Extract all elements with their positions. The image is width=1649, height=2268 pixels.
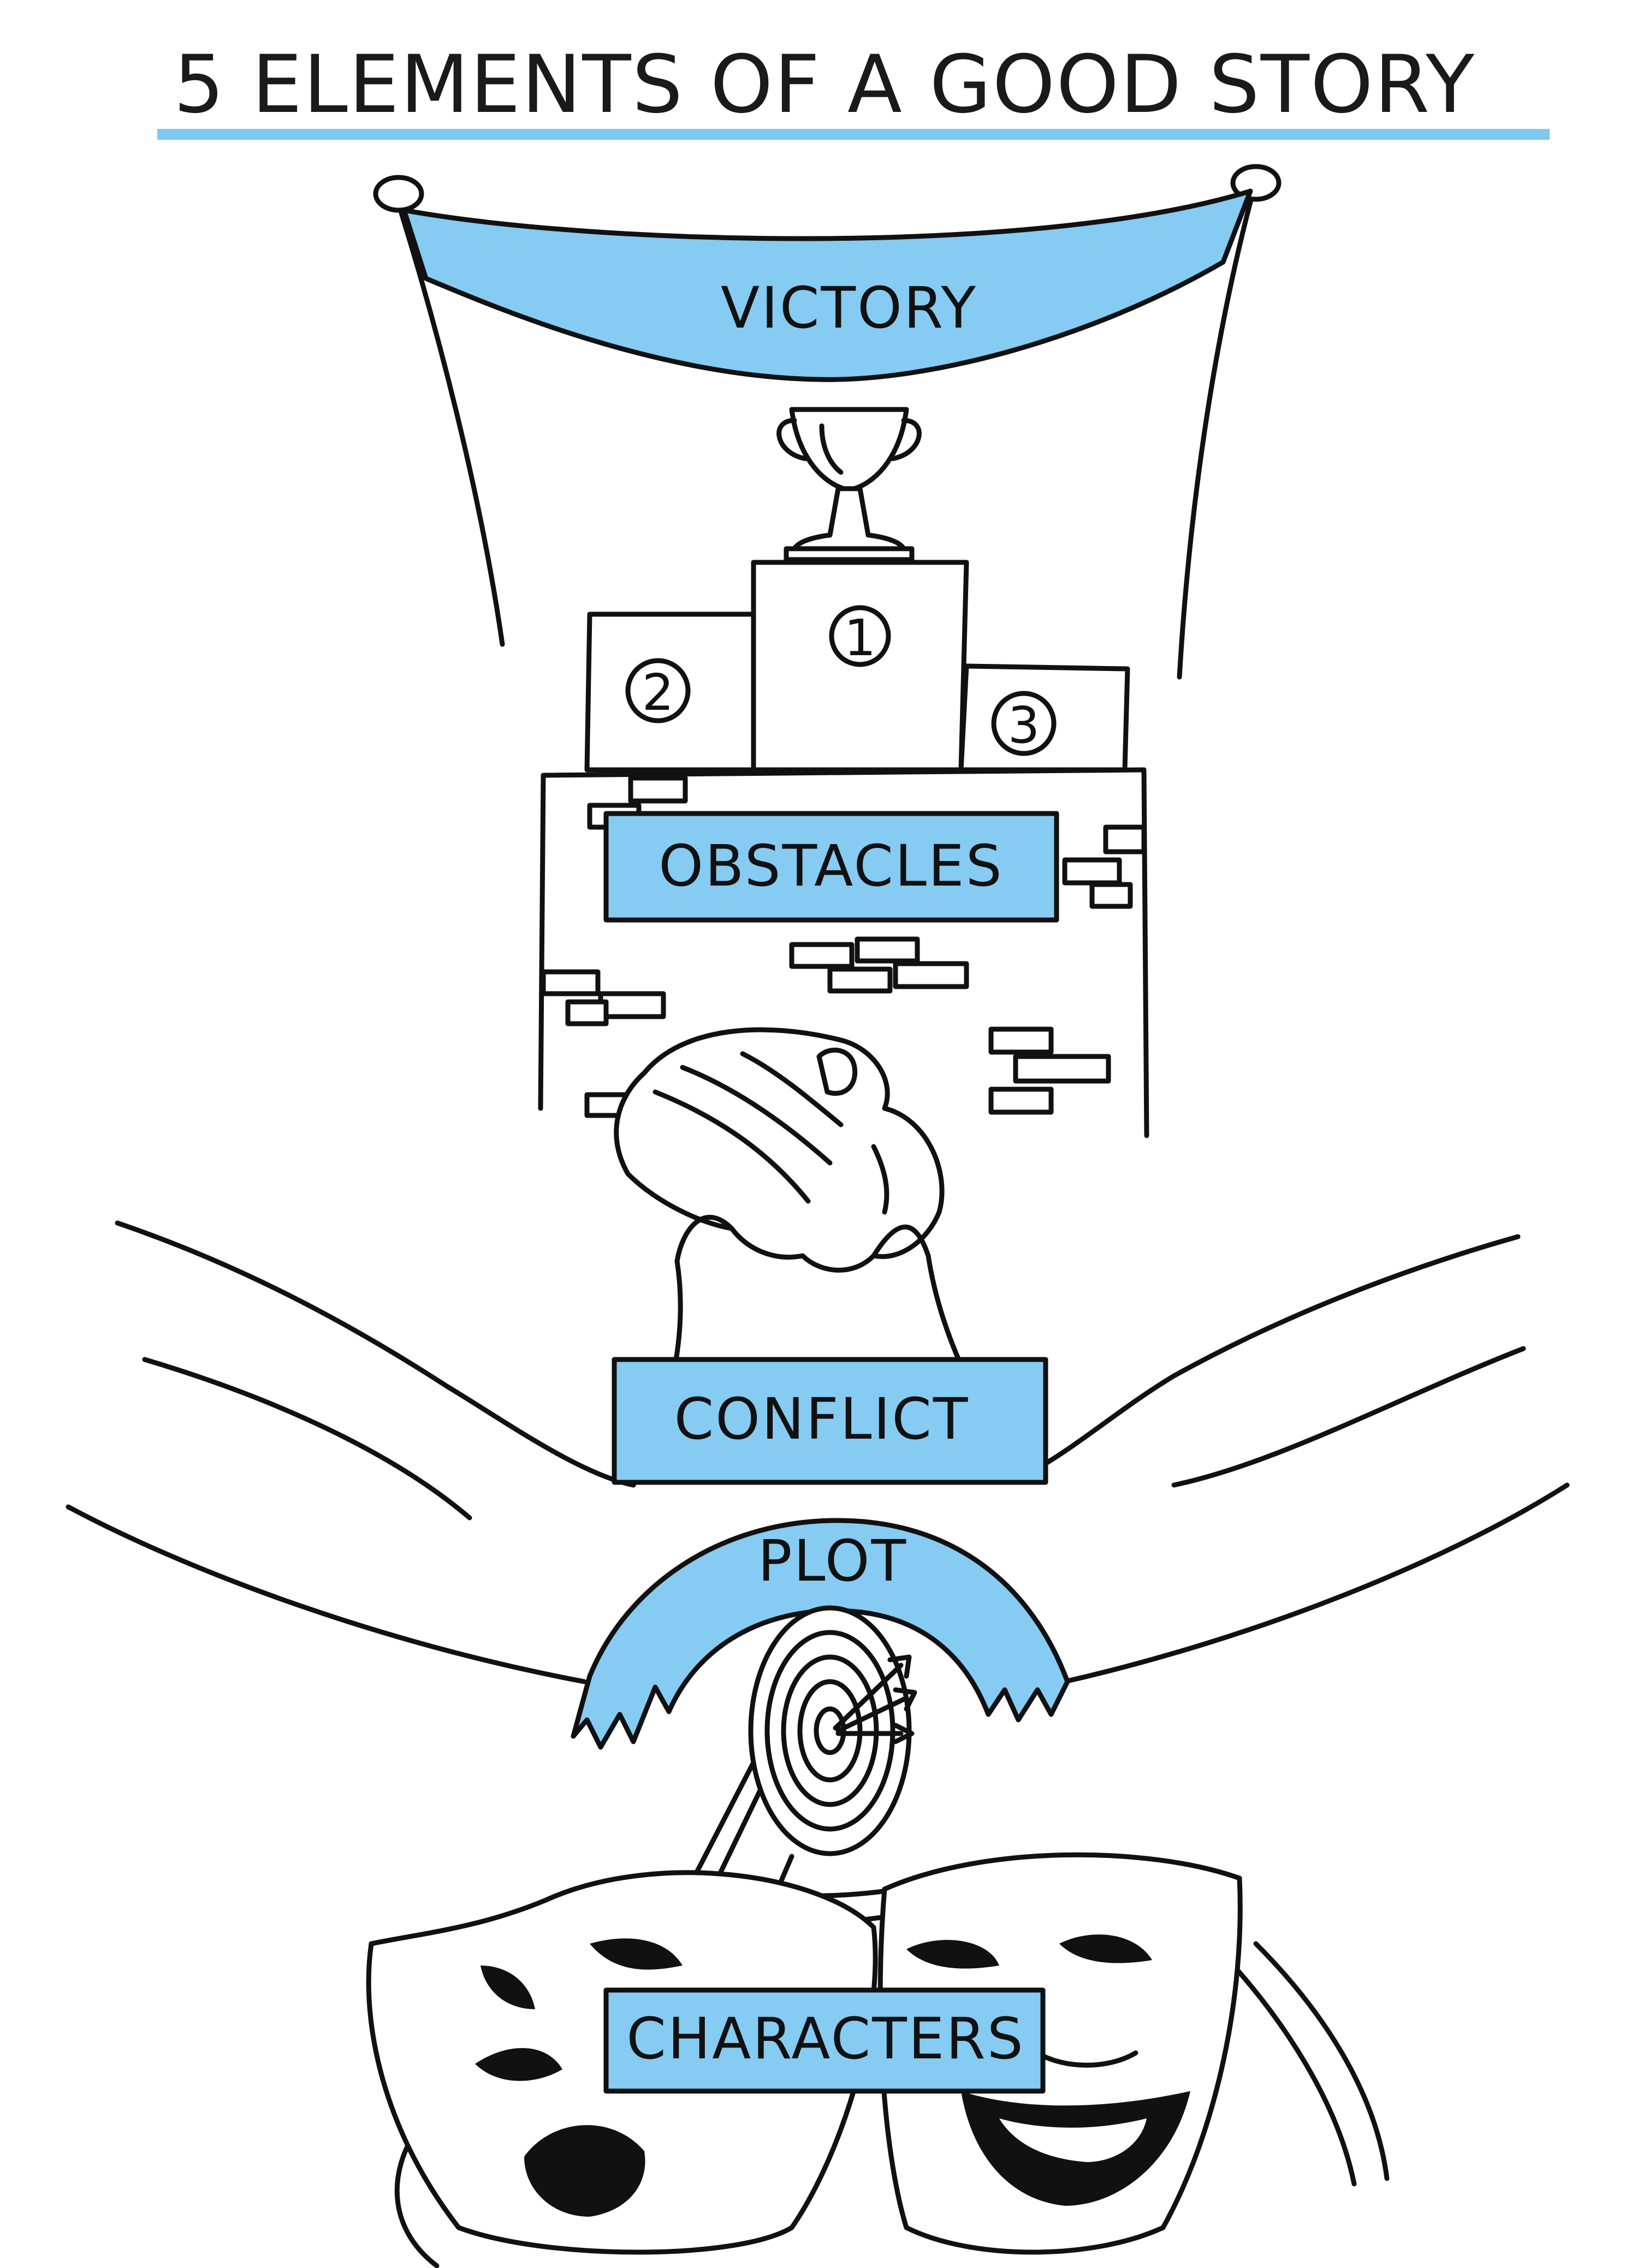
plot-banner: PLOT [571,1518,1070,1750]
banner-pole-left [399,210,505,647]
podium-second-badge [625,658,691,723]
victory-ribbon [401,188,1253,382]
conflict-label: CONFLICT [674,1386,970,1452]
banner-pole-right [1177,199,1253,680]
podium-first-number: 1 [844,609,876,667]
obstacles-label: OBSTACLES [659,833,1003,899]
page-title: 5 ELEMENTS OF A GOOD STORY [173,38,1476,131]
podium-icon: 1 2 3 [584,560,1130,773]
title-underline [157,129,1550,140]
podium-third-number: 3 [1008,696,1040,755]
podium-second-number: 2 [642,663,674,722]
theatre-masks-icon: CHARACTERS [366,1852,1390,2268]
banner-pole-left-knob [373,175,424,213]
conflict-box [612,1357,1048,1485]
obstacles-box [603,811,1059,923]
trophy-icon [776,407,922,562]
characters-box [603,1987,1046,2094]
characters-label: CHARACTERS [626,2005,1024,2072]
podium-third-badge [991,691,1057,756]
victory-label: VICTORY [721,275,977,341]
brick-wall-icon: OBSTACLES [538,767,1149,1138]
plot-label: PLOT [758,1528,907,1594]
target-icon [685,1605,917,1897]
plot-ribbon [571,1518,1070,1750]
podium-first-badge [829,605,891,667]
victory-banner: VICTORY [373,164,1282,680]
clasped-hands-icon: CONFLICT [66,1027,1570,1684]
